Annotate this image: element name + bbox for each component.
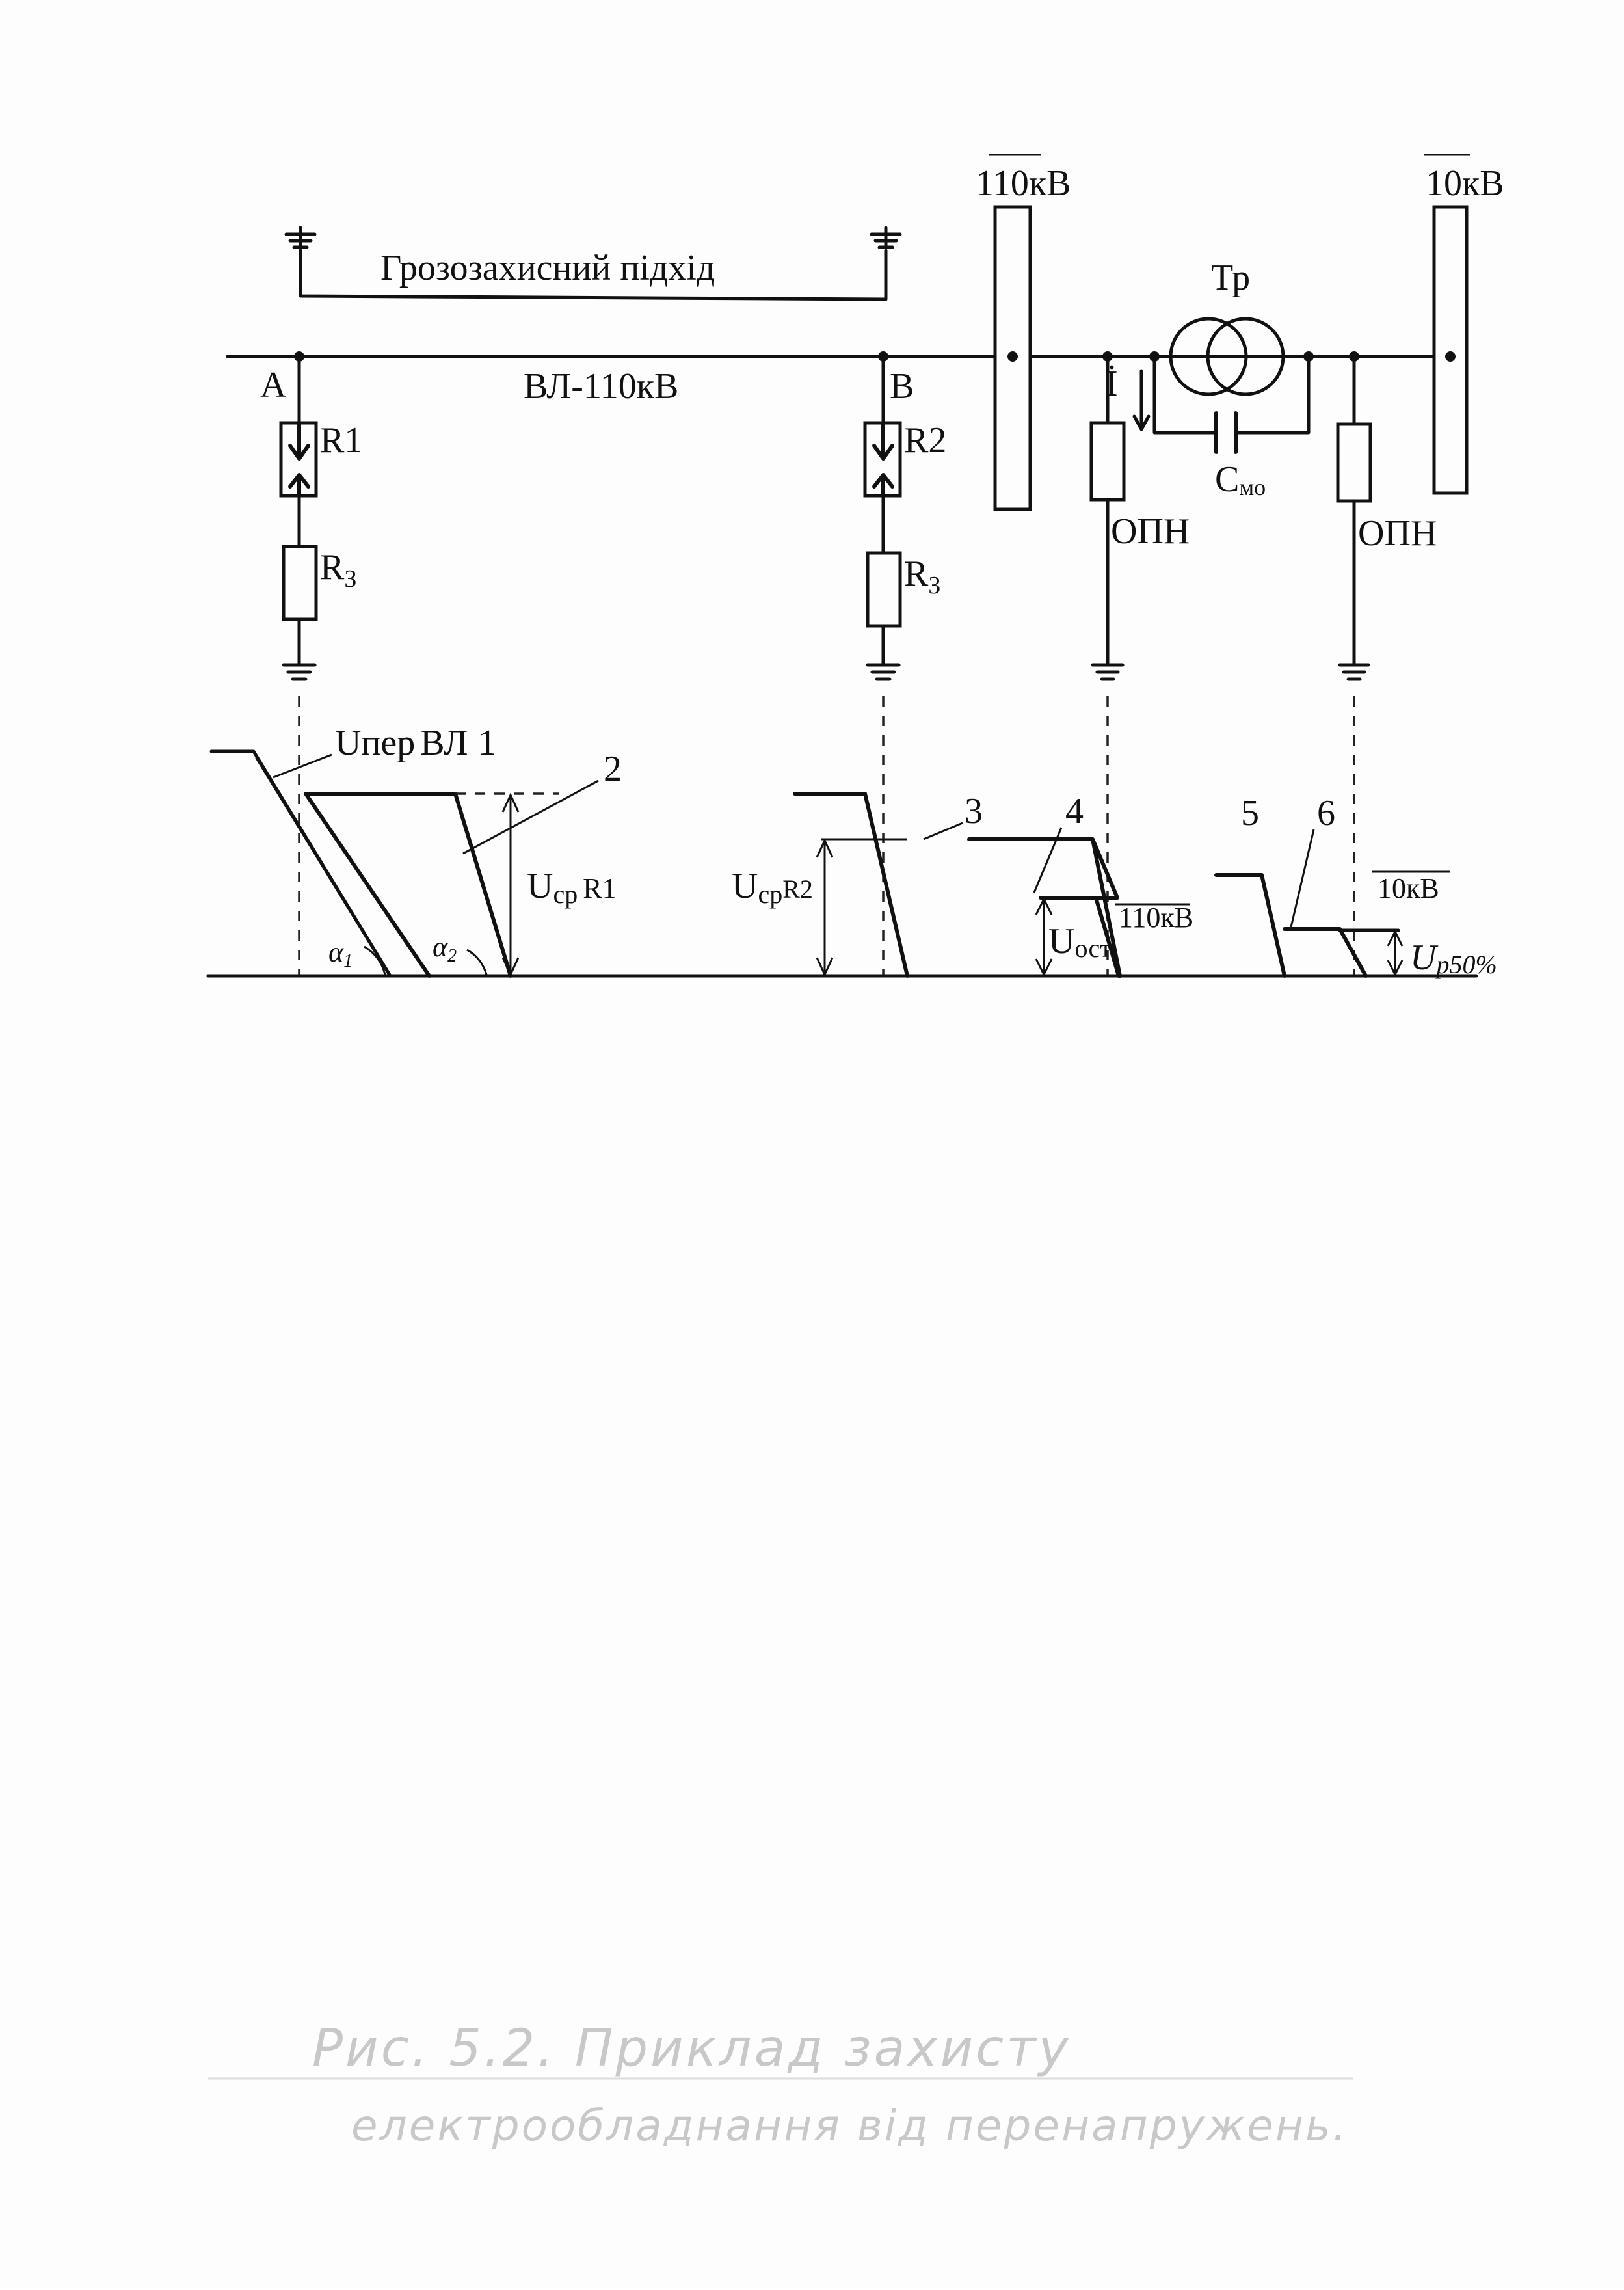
resistor-rz-b — [866, 551, 902, 628]
transformer-winding-1 — [1169, 317, 1248, 396]
arrester-110kv — [1089, 421, 1126, 502]
arrester-10kv — [1336, 422, 1372, 503]
wave-6-number: 6 — [1317, 793, 1335, 833]
alpha-1-arc — [364, 945, 386, 975]
kv-10-label: 10кВ — [1378, 872, 1439, 904]
alpha-1-label: α1 — [328, 936, 353, 971]
u-p-arrow — [1387, 929, 1404, 977]
kv-110-label: 110кВ — [1119, 902, 1193, 934]
arrester-10kv-label: ОПН — [1358, 513, 1437, 554]
resistor-rz-a — [282, 545, 318, 621]
wave-5-number: 5 — [1241, 793, 1259, 833]
capacitor-wire — [1152, 355, 1311, 435]
wave-2-number: 2 — [604, 749, 622, 789]
capacitor-label: Cмо — [1215, 459, 1266, 500]
wave-5 — [1214, 873, 1286, 978]
ground-symbol-arrester-110 — [1091, 663, 1125, 681]
node-a-label: A — [260, 365, 287, 405]
r2-arrow — [872, 421, 894, 498]
alpha-2-arc — [466, 949, 488, 975]
node-b-label: B — [890, 366, 914, 407]
wave-3-number: 3 — [965, 791, 983, 831]
caption-line-2: електрообладнання від перенапружень. — [351, 2101, 1348, 2151]
bus-10kv — [1432, 205, 1469, 495]
u-ost-label: Uост — [1048, 921, 1112, 963]
caption-line-1: Рис. 5.2. Приклад захисту — [312, 2019, 1071, 2078]
rz-b-label: RЗ — [904, 554, 940, 599]
protection-approach-bracket — [299, 249, 888, 301]
u-p-label: Uр50% — [1410, 937, 1497, 979]
ground-symbol-top-left — [284, 226, 317, 249]
ground-symbol-top-right — [870, 226, 902, 249]
u-sr-r1-arrow — [501, 792, 520, 977]
current-label: İ — [1106, 364, 1118, 404]
ground-symbol-a — [282, 663, 317, 681]
protection-approach-label: Грозозахисний підхід — [380, 248, 715, 288]
arrester-110kv-label: ОПН — [1111, 511, 1190, 552]
r1-label: R1 — [320, 420, 362, 461]
line-label: ВЛ-110кВ — [524, 366, 678, 407]
u-sr-r2-label: UсрR2 — [732, 866, 813, 909]
r1-arrow — [288, 421, 310, 498]
transformer-label: Тр — [1211, 258, 1250, 298]
wave-1-number: 1 — [478, 723, 496, 763]
wave-4-number: 4 — [1065, 791, 1084, 831]
rz-a-label: RЗ — [320, 547, 356, 593]
wave-3 — [793, 792, 909, 978]
u-sr-r2-arrow — [816, 838, 834, 977]
wave-4-tail — [1039, 896, 1121, 978]
r2-label: R2 — [904, 420, 946, 461]
alpha-2-label: α2 — [433, 931, 457, 966]
bus-10kv-label: 10кВ — [1426, 163, 1504, 204]
ground-symbol-arrester-10 — [1338, 663, 1370, 681]
ground-symbol-b — [866, 663, 901, 681]
wave-1-parallel — [255, 756, 392, 978]
transformer-winding-2 — [1206, 317, 1285, 396]
u-ost-arrow — [1035, 896, 1053, 977]
bus-110kv-label: 110кВ — [976, 163, 1071, 204]
current-arrow — [1132, 369, 1151, 431]
wave-1-incoming — [209, 749, 392, 978]
